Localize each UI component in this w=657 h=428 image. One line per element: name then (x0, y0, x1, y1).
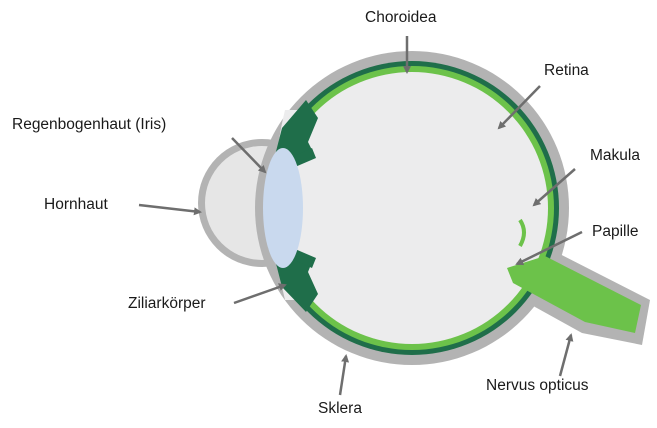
label-hornhaut: Hornhaut (44, 197, 108, 213)
label-nervus-opticus: Nervus opticus (486, 378, 589, 394)
label-sklera: Sklera (318, 401, 362, 417)
label-retina: Retina (544, 63, 589, 79)
label-papille: Papille (592, 224, 639, 240)
label-ziliarkoerper: Ziliarkörper (128, 296, 206, 312)
label-choroidea: Choroidea (365, 10, 437, 26)
label-makula: Makula (590, 148, 640, 164)
label-iris: Regenbogenhaut (Iris) (12, 117, 166, 133)
